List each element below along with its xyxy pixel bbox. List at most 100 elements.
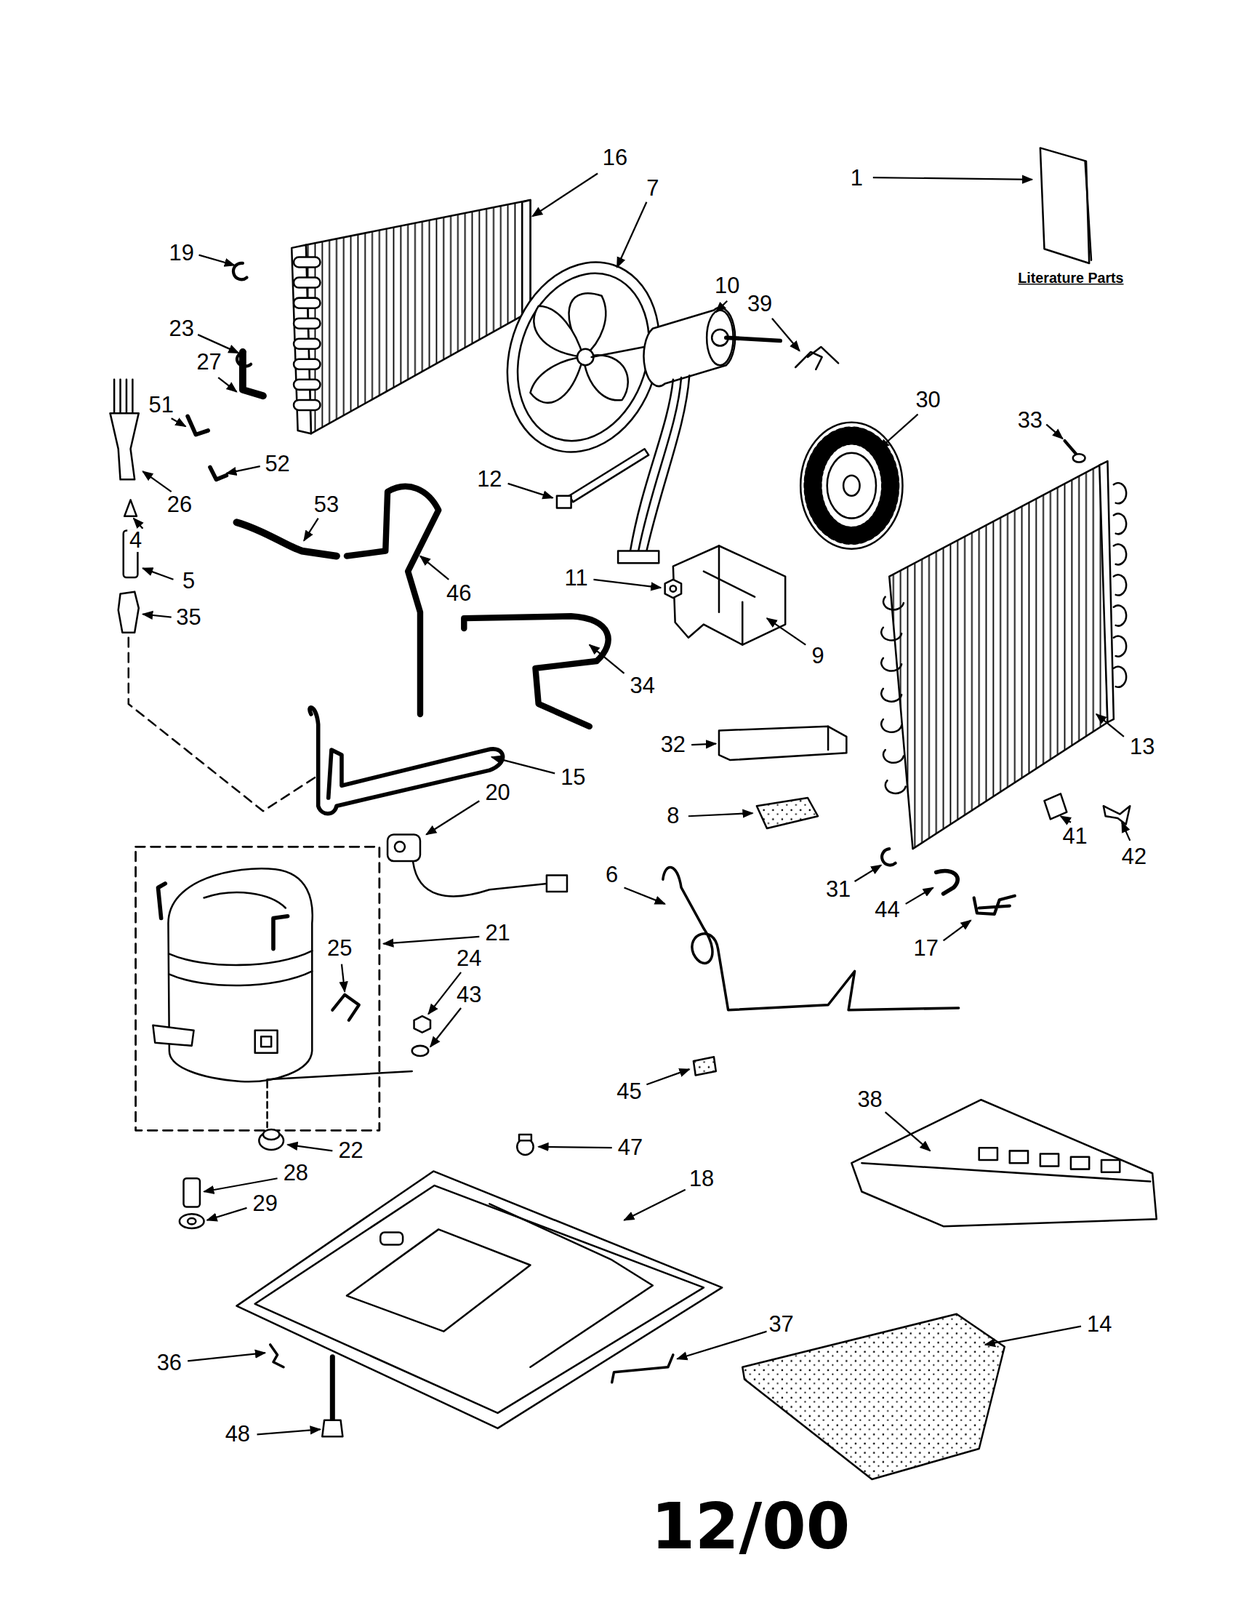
compressor (266, 1081, 269, 1127)
callout-number: 47 (615, 1136, 645, 1159)
leader-lines (943, 919, 972, 941)
callout-number: 21 (483, 921, 513, 945)
drain-tray (1009, 1150, 1028, 1163)
evaporator-coil (889, 463, 1108, 849)
washer (187, 1217, 196, 1224)
compressor (332, 994, 359, 1020)
callout-number: 11 (562, 567, 591, 590)
wire-harness (110, 379, 139, 480)
callout-number: 10 (712, 274, 742, 297)
clip (936, 870, 958, 894)
base-pan (380, 1232, 403, 1245)
callout-number: 5 (180, 569, 198, 593)
clip (795, 346, 839, 370)
condenser-fan (533, 306, 584, 357)
leader-lines (133, 173, 1131, 1434)
compressor (273, 916, 288, 949)
leader-lines (426, 800, 480, 834)
drain-tray (1101, 1159, 1120, 1172)
washer (179, 1213, 205, 1228)
elbow-fitting (187, 415, 208, 435)
evaporator-coil (881, 596, 906, 794)
cable-tie (556, 495, 572, 509)
condenser-coil (293, 298, 320, 309)
callout-number: 48 (223, 1422, 253, 1446)
sensor (827, 726, 830, 750)
literature-caption: Literature Parts (1016, 270, 1127, 285)
leader-lines (624, 1189, 686, 1220)
insulation-pad (742, 1313, 1005, 1479)
callout-number: 15 (558, 766, 588, 789)
callout-number: 23 (167, 316, 197, 340)
arrow-clip (1103, 805, 1130, 824)
blower-wheel (843, 475, 860, 496)
compressor (167, 868, 312, 1082)
elbow-fitting (210, 466, 227, 480)
compressor (135, 846, 380, 1130)
fan-motor (617, 551, 659, 564)
leader-lines (878, 414, 918, 450)
literature-booklet (1085, 161, 1092, 261)
fan-motor (646, 375, 690, 551)
callout-number: 14 (1084, 1312, 1114, 1335)
blower-wheel (827, 452, 877, 519)
callout-number: 7 (644, 177, 661, 200)
callout-number: 43 (454, 982, 484, 1006)
base-pan (489, 1203, 653, 1367)
leader-lines (142, 471, 171, 492)
callout-number: 46 (444, 582, 474, 605)
callout-number: 25 (324, 937, 355, 960)
callout-number: 12 (474, 468, 504, 491)
nut (665, 579, 682, 598)
date-stamp: 12/00 (649, 1495, 853, 1559)
callout-number: 6 (603, 863, 621, 887)
condenser-coil (293, 379, 320, 390)
compressor (204, 892, 286, 908)
tube-assembly (309, 707, 504, 814)
fan-motor (617, 307, 781, 563)
grommet (258, 1129, 284, 1150)
compressor (157, 883, 166, 919)
leader-lines (383, 936, 480, 944)
callout-number: 20 (483, 781, 513, 805)
gasket (693, 1056, 717, 1075)
leader-lines (617, 202, 648, 268)
overload-wire (387, 833, 568, 896)
leader-lines (772, 318, 800, 352)
compressor (169, 970, 312, 986)
condenser-coil (521, 199, 530, 316)
thermostat (516, 1134, 533, 1155)
compressor (267, 1070, 413, 1079)
leader-lines (676, 1331, 767, 1359)
clip (233, 263, 248, 280)
callout-number: 51 (146, 393, 176, 416)
bracket (1043, 793, 1067, 819)
callout-number: 17 (911, 937, 941, 960)
leader-lines (624, 886, 666, 903)
compressor (135, 846, 413, 1130)
spacer (183, 1177, 200, 1207)
overload-wire (394, 841, 405, 852)
callout-number: 45 (615, 1080, 645, 1103)
drain-tray (851, 1099, 1156, 1226)
leader-lines (538, 1146, 613, 1148)
callout-number: 37 (766, 1312, 797, 1335)
foam-sleeve (756, 797, 818, 829)
leader-lines (873, 177, 1033, 180)
condenser-fan (529, 356, 584, 403)
fan-motor (643, 307, 736, 387)
leader-lines (187, 1352, 266, 1361)
leader-lines (508, 483, 554, 498)
screw (1073, 453, 1086, 462)
drain-tray (979, 1147, 998, 1160)
motor-bracket (673, 545, 786, 645)
literature-booklet (1040, 147, 1090, 264)
discharge-tube (346, 486, 439, 714)
drain-tray (851, 1099, 1156, 1226)
capillary-tube (663, 867, 959, 1010)
condenser-coil (293, 399, 320, 411)
leader-lines (257, 1428, 321, 1434)
callout-number: 9 (809, 644, 827, 668)
leader-lines (688, 812, 753, 816)
